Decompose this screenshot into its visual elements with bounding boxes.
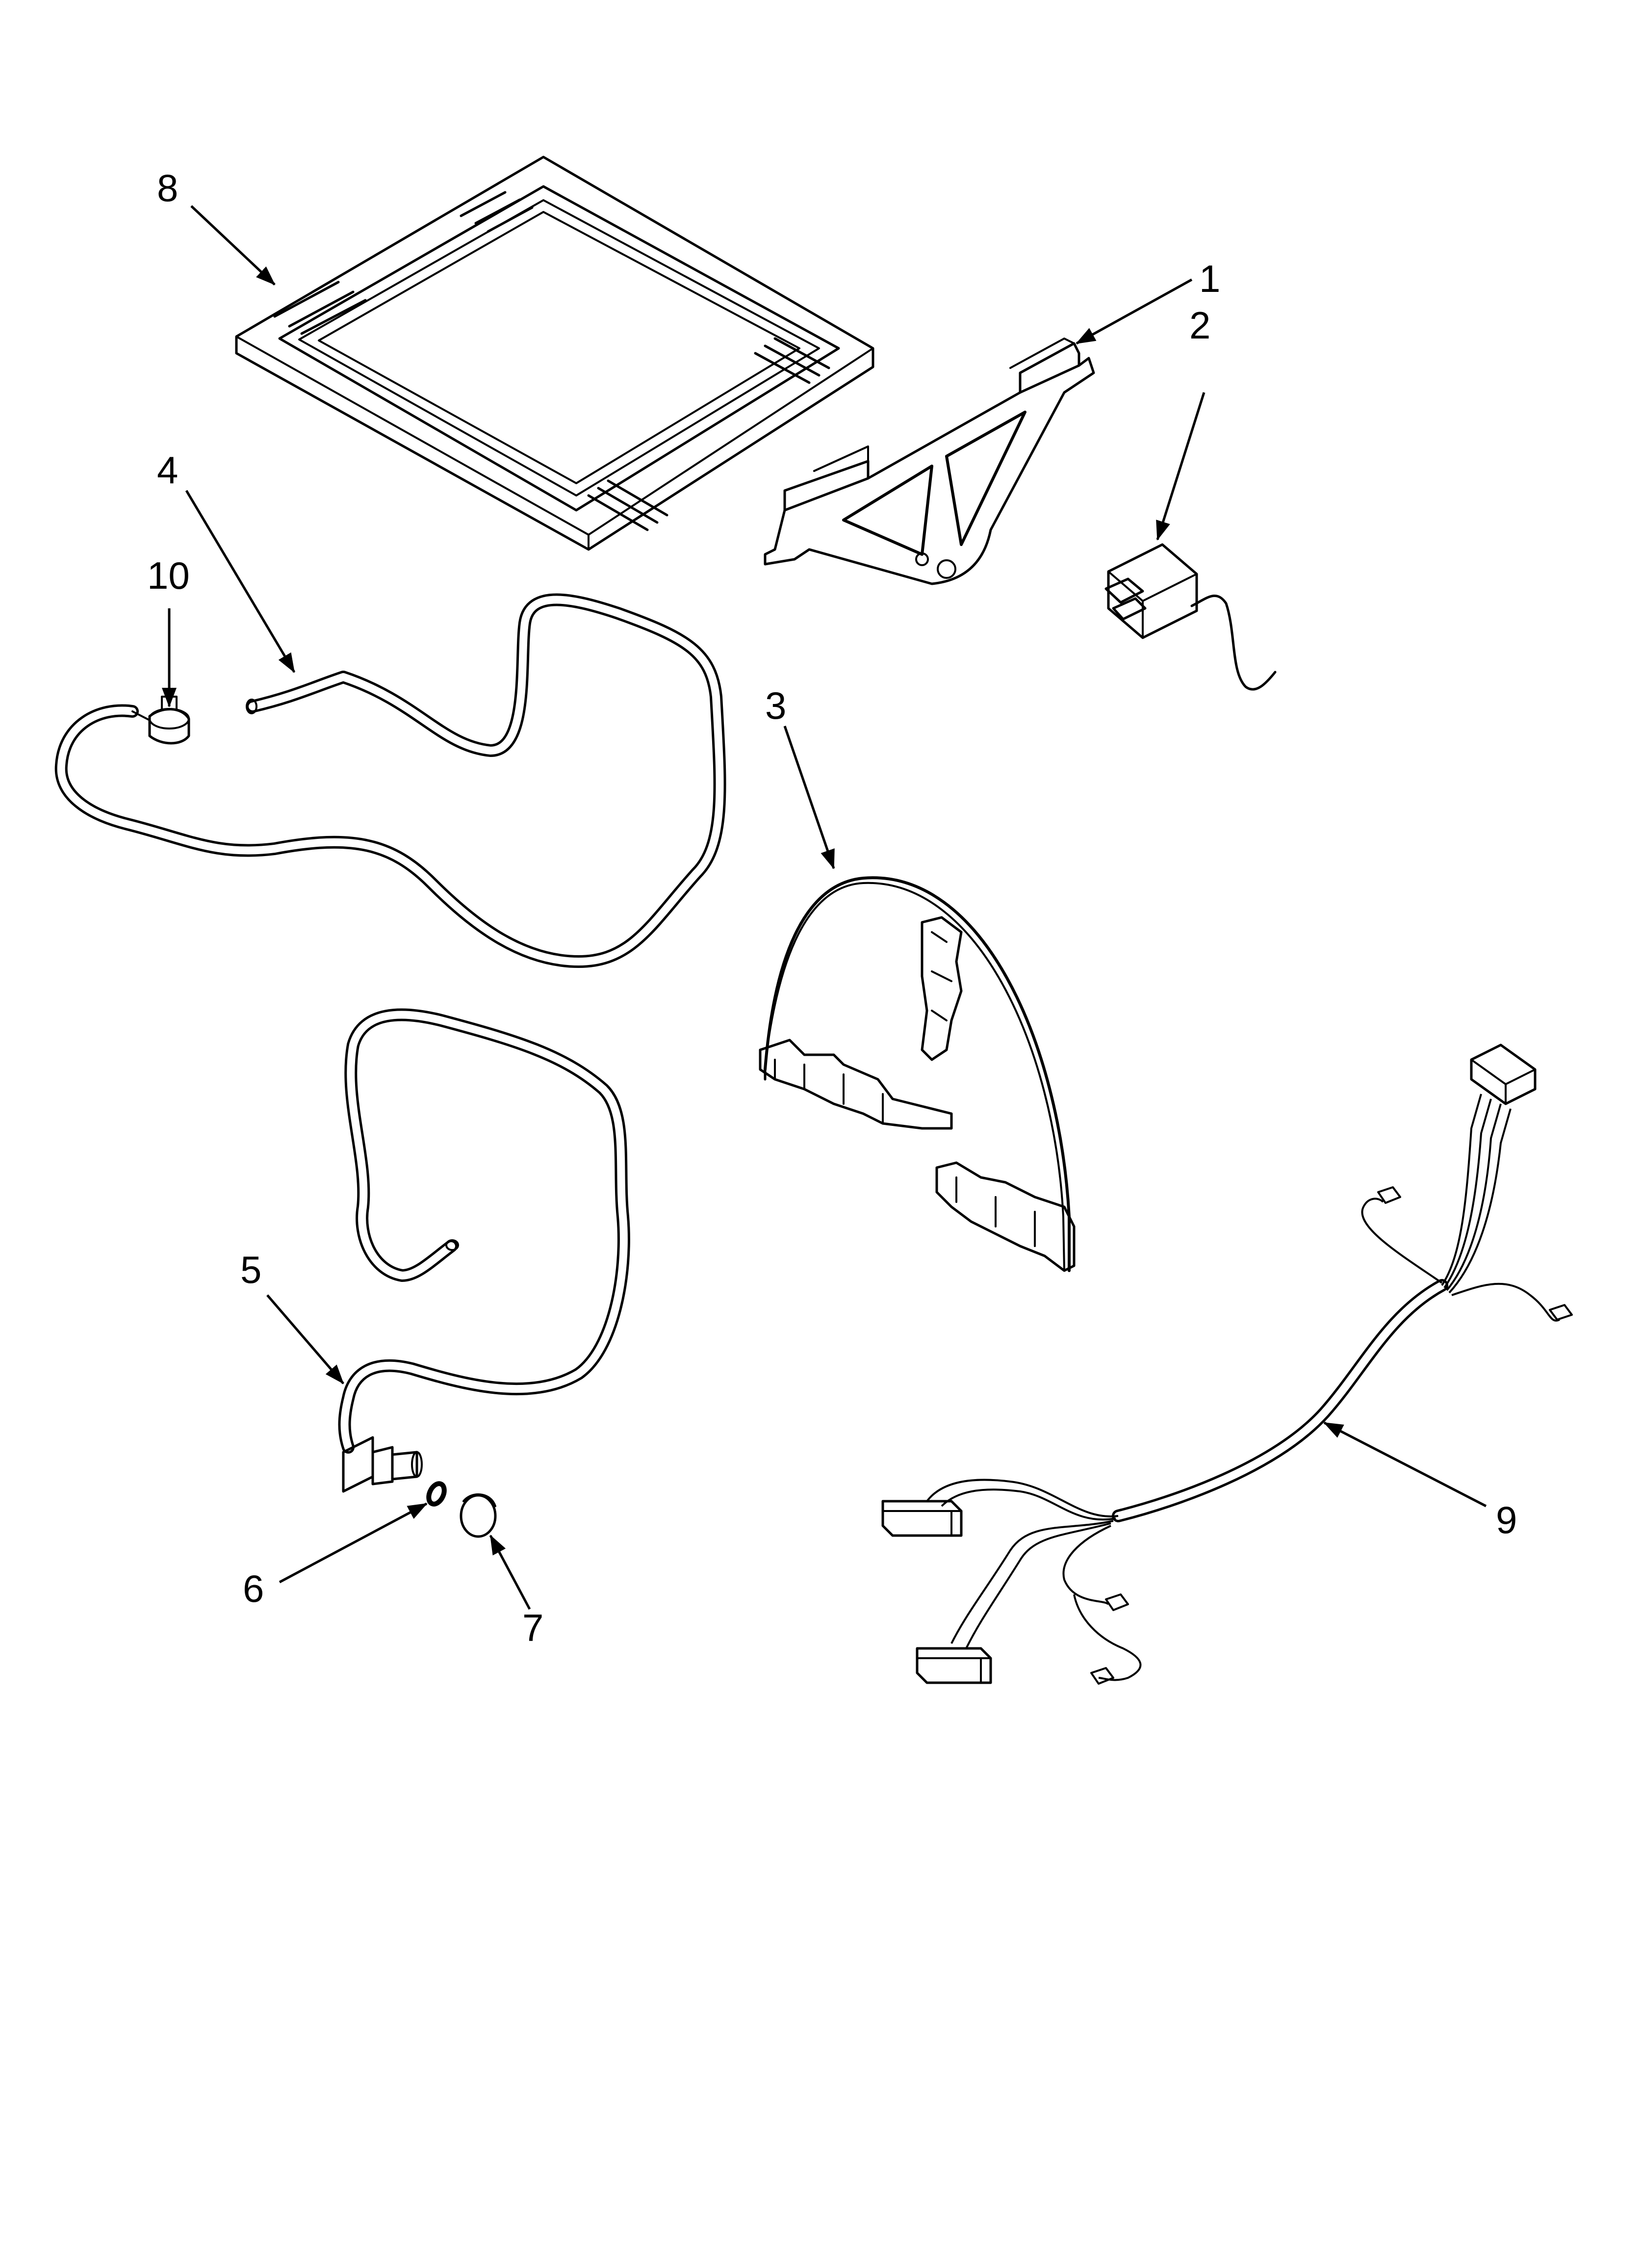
callout-9: 9 [1496, 1498, 1517, 1541]
part-8-top-frame [235, 156, 874, 551]
callout-5: 5 [240, 1248, 261, 1291]
callout-6: 6 [243, 1567, 264, 1610]
callout-8: 8 [157, 166, 178, 209]
part-10-clamp [131, 696, 190, 745]
leader-8 [190, 205, 276, 286]
part-6-o-ring [426, 1481, 447, 1507]
leader-6 [279, 1502, 428, 1584]
part-1-bracket [764, 338, 1095, 585]
callout-labels: 1 2 3 4 5 6 7 8 9 10 [147, 166, 1517, 1649]
leader-3 [783, 726, 835, 869]
callout-10: 10 [147, 554, 190, 597]
leader-5 [266, 1294, 344, 1384]
leader-1 [1076, 278, 1193, 345]
callout-4: 4 [157, 448, 178, 492]
part-7-cap [460, 1493, 497, 1538]
leader-2 [1156, 392, 1206, 541]
leader-lines [162, 205, 1487, 1610]
part-3-duct-assembly [759, 876, 1076, 1272]
callout-7: 7 [522, 1606, 543, 1649]
leader-9 [1323, 1421, 1487, 1508]
leader-7 [489, 1535, 531, 1610]
part-4-hose [54, 593, 726, 968]
callout-1: 1 [1199, 257, 1220, 300]
part-9-wire-harness [881, 1043, 1573, 1685]
callout-2: 2 [1189, 304, 1210, 347]
leader-4 [185, 490, 296, 673]
callout-3: 3 [765, 684, 786, 727]
part-5-hose [338, 1008, 630, 1493]
part-2-module [1104, 543, 1277, 691]
